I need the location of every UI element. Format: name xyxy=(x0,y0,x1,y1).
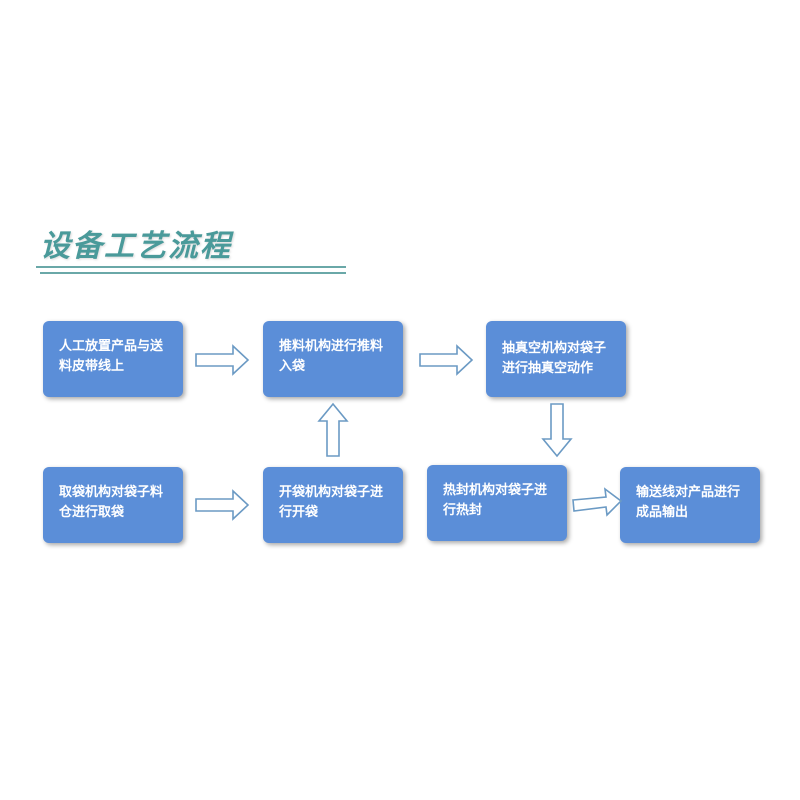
step-heat-seal: 热封机构对袋子进行热封 xyxy=(427,465,567,541)
step-take-bag: 取袋机构对袋子料仓进行取袋 xyxy=(43,467,183,543)
step-vacuum: 抽真空机构对袋子进行抽真空动作 xyxy=(486,321,626,397)
step-manual-place: 人工放置产品与送料皮带线上 xyxy=(43,321,183,397)
step-take-bag-label: 取袋机构对袋子料仓进行取袋 xyxy=(59,485,164,520)
arrow-down-1 xyxy=(541,403,573,458)
arrow-right-1 xyxy=(195,344,250,376)
arrow-right-4 xyxy=(572,487,623,517)
step-vacuum-label: 抽真空机构对袋子进行抽真空动作 xyxy=(502,341,607,376)
step-push-bag-label: 推料机构进行推料入袋 xyxy=(279,339,384,374)
title-underline-lower xyxy=(40,272,346,274)
step-output: 输送线对产品进行成品输出 xyxy=(620,467,760,543)
arrow-right-3 xyxy=(195,489,250,521)
step-open-bag-label: 开袋机构对袋子进行开袋 xyxy=(279,485,384,520)
step-open-bag: 开袋机构对袋子进行开袋 xyxy=(263,467,403,543)
step-heat-seal-label: 热封机构对袋子进行热封 xyxy=(443,483,548,518)
page-title: 设备工艺流程 xyxy=(40,229,232,264)
arrow-right-2 xyxy=(419,344,474,376)
step-push-bag: 推料机构进行推料入袋 xyxy=(263,321,403,397)
step-manual-place-label: 人工放置产品与送料皮带线上 xyxy=(59,339,164,374)
arrow-up-1 xyxy=(317,402,349,457)
step-output-label: 输送线对产品进行成品输出 xyxy=(636,485,741,520)
title-underline-upper xyxy=(36,266,346,268)
